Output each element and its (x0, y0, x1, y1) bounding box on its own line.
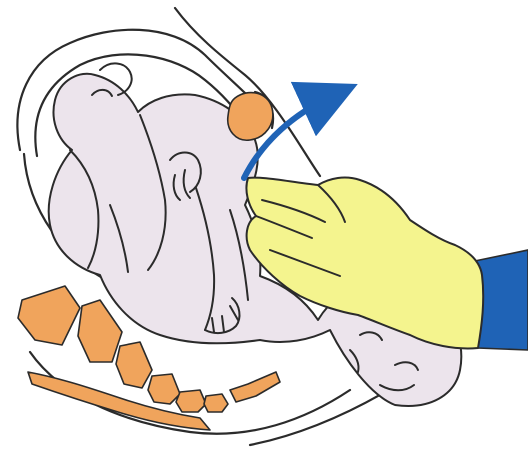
pubic-bone (228, 93, 273, 141)
